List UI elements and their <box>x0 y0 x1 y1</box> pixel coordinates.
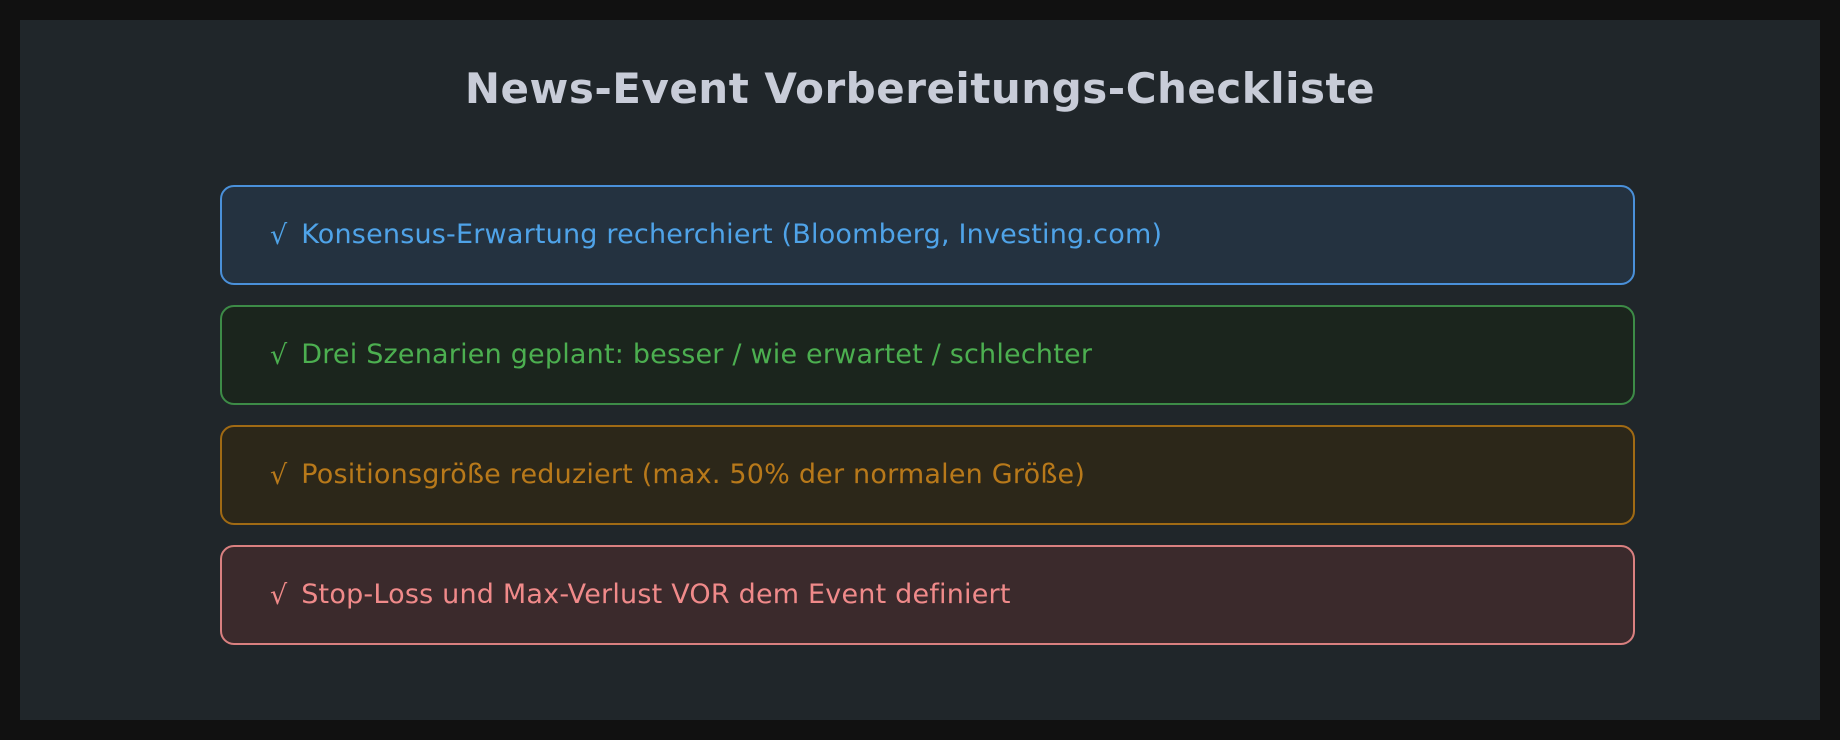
checklist-item-label: Positionsgröße reduziert (max. 50% der n… <box>301 459 1086 491</box>
check-icon: √ <box>270 579 288 611</box>
checklist-item-label: Stop-Loss und Max-Verlust VOR dem Event … <box>301 579 1011 611</box>
checklist-item[interactable]: √ Drei Szenarien geplant: besser / wie er… <box>220 305 1635 405</box>
check-icon: √ <box>270 339 288 371</box>
checklist-item-label: Drei Szenarien geplant: besser / wie erw… <box>301 339 1093 371</box>
checklist-list: √ Konsensus-Erwartung recherchiert (Bloom… <box>220 185 1635 645</box>
checklist-item[interactable]: √ Positionsgröße reduziert (max. 50% der … <box>220 425 1635 525</box>
checklist-item[interactable]: √ Stop-Loss und Max-Verlust VOR dem Event… <box>220 545 1635 645</box>
page-title: News-Event Vorbereitungs-Checkliste <box>464 64 1376 113</box>
checklist-item[interactable]: √ Konsensus-Erwartung recherchiert (Bloom… <box>220 185 1635 285</box>
check-icon: √ <box>270 219 288 251</box>
check-icon: √ <box>270 459 288 491</box>
checklist-panel: News-Event Vorbereitungs-Checkliste √ Kon… <box>20 20 1820 720</box>
checklist-item-label: Konsensus-Erwartung recherchiert (Bloomb… <box>301 219 1163 251</box>
